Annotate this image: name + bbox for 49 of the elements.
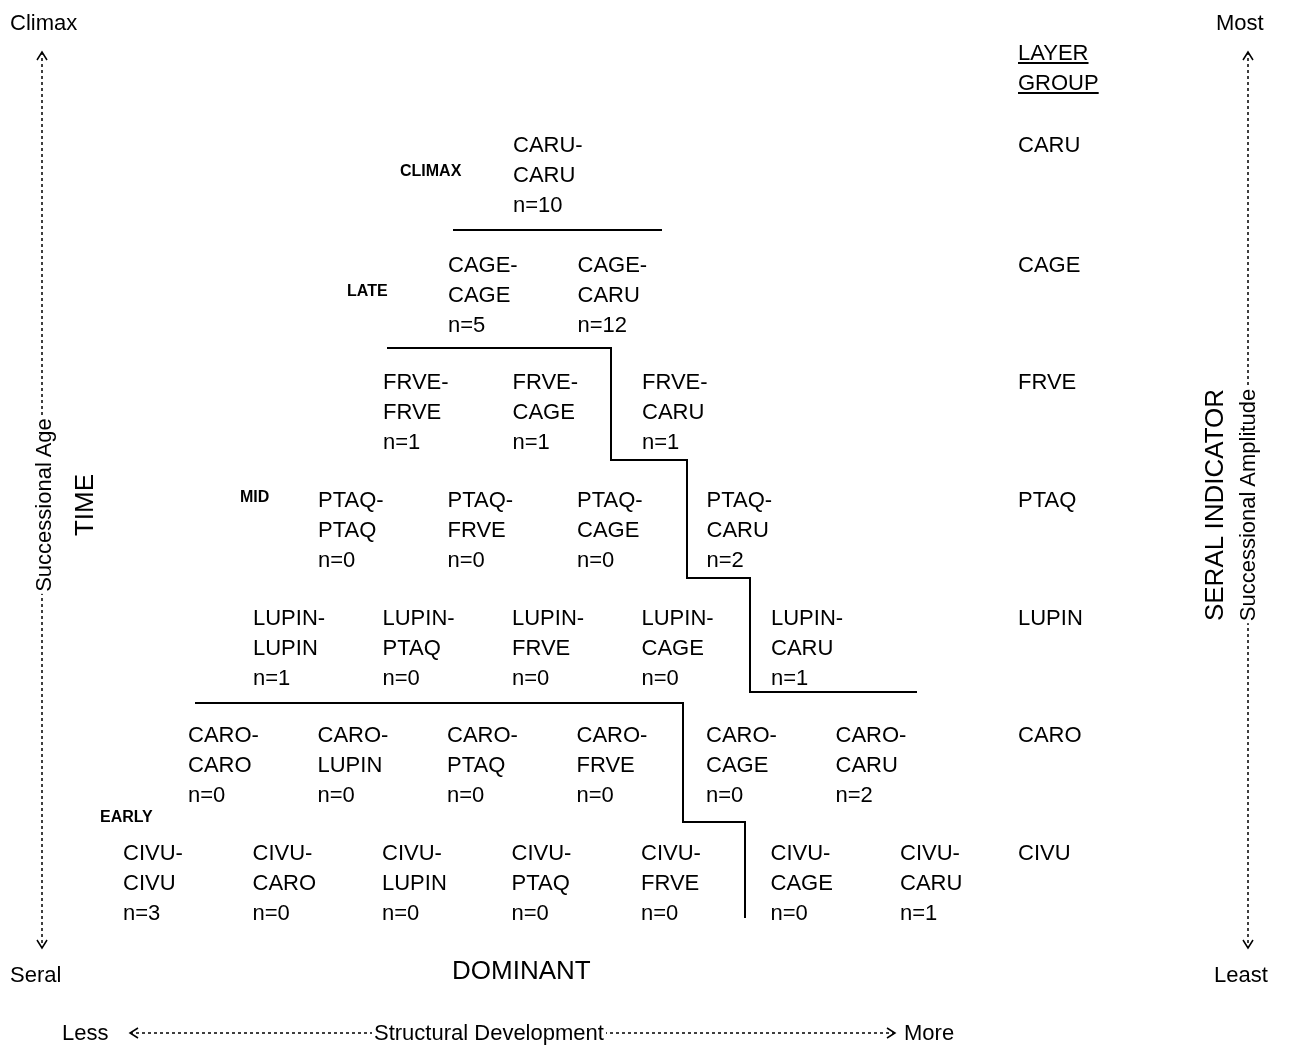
count-label: n=0 [641,664,679,692]
count-label: n=10 [513,191,563,219]
axis-end-label: Less [62,1019,109,1047]
count-label: n=0 [318,546,356,574]
count-label: n=2 [835,781,873,809]
count-label: n=0 [577,546,615,574]
count-label: n=0 [641,899,679,927]
count-label: n=0 [447,546,485,574]
axis-end-label: Climax [10,9,78,37]
axis-end-label: Seral [10,961,62,989]
layer-group-label: CARO [1018,721,1082,749]
count-label: n=0 [382,664,420,692]
stage-label: EARLY [100,807,153,827]
layer-group-label: CAGE [1018,251,1081,279]
count-label: n=0 [511,899,549,927]
axis-title: SERAL INDICATOR [1199,388,1229,622]
count-label: n=0 [706,781,744,809]
count-label: n=0 [576,781,614,809]
count-label: n=0 [382,899,420,927]
count-label: n=1 [771,664,809,692]
count-label: n=1 [642,428,680,456]
count-label: n=12 [577,311,628,339]
count-label: n=0 [512,664,550,692]
layer-group-label: PTAQ [1018,486,1077,514]
axis-end-label: More [904,1019,955,1047]
count-label: n=0 [317,781,355,809]
count-label: n=0 [770,899,808,927]
count-label: n=2 [706,546,744,574]
count-label: n=3 [123,899,161,927]
count-label: n=0 [252,899,290,927]
axis-title: DOMINANT [452,955,591,985]
count-label: n=0 [188,781,226,809]
column-heading: LAYER GROUP [1018,39,1100,97]
axis-title: TIME [69,473,99,537]
stage-label: CLIMAX [400,161,462,181]
layer-group-label: CIVU [1018,839,1071,867]
count-label: n=0 [447,781,485,809]
axis-end-label: Most [1216,9,1264,37]
layer-group-label: CARU [1018,131,1081,159]
layer-group-label: LUPIN [1018,604,1083,632]
stage-label: LATE [347,281,388,301]
count-label: n=1 [900,899,938,927]
layer-group-label: FRVE [1018,368,1077,396]
count-label: n=5 [448,311,486,339]
count-label: n=1 [383,428,421,456]
axis-end-label: Least [1214,961,1268,989]
count-label: n=1 [512,428,550,456]
count-label: n=1 [253,664,291,692]
stage-label: MID [240,487,270,507]
